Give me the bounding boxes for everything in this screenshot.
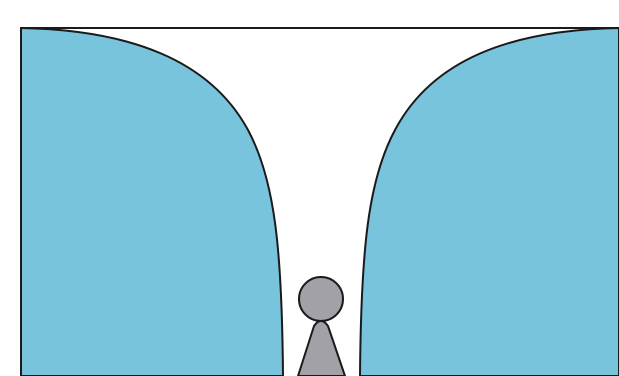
person-head [299,277,343,321]
